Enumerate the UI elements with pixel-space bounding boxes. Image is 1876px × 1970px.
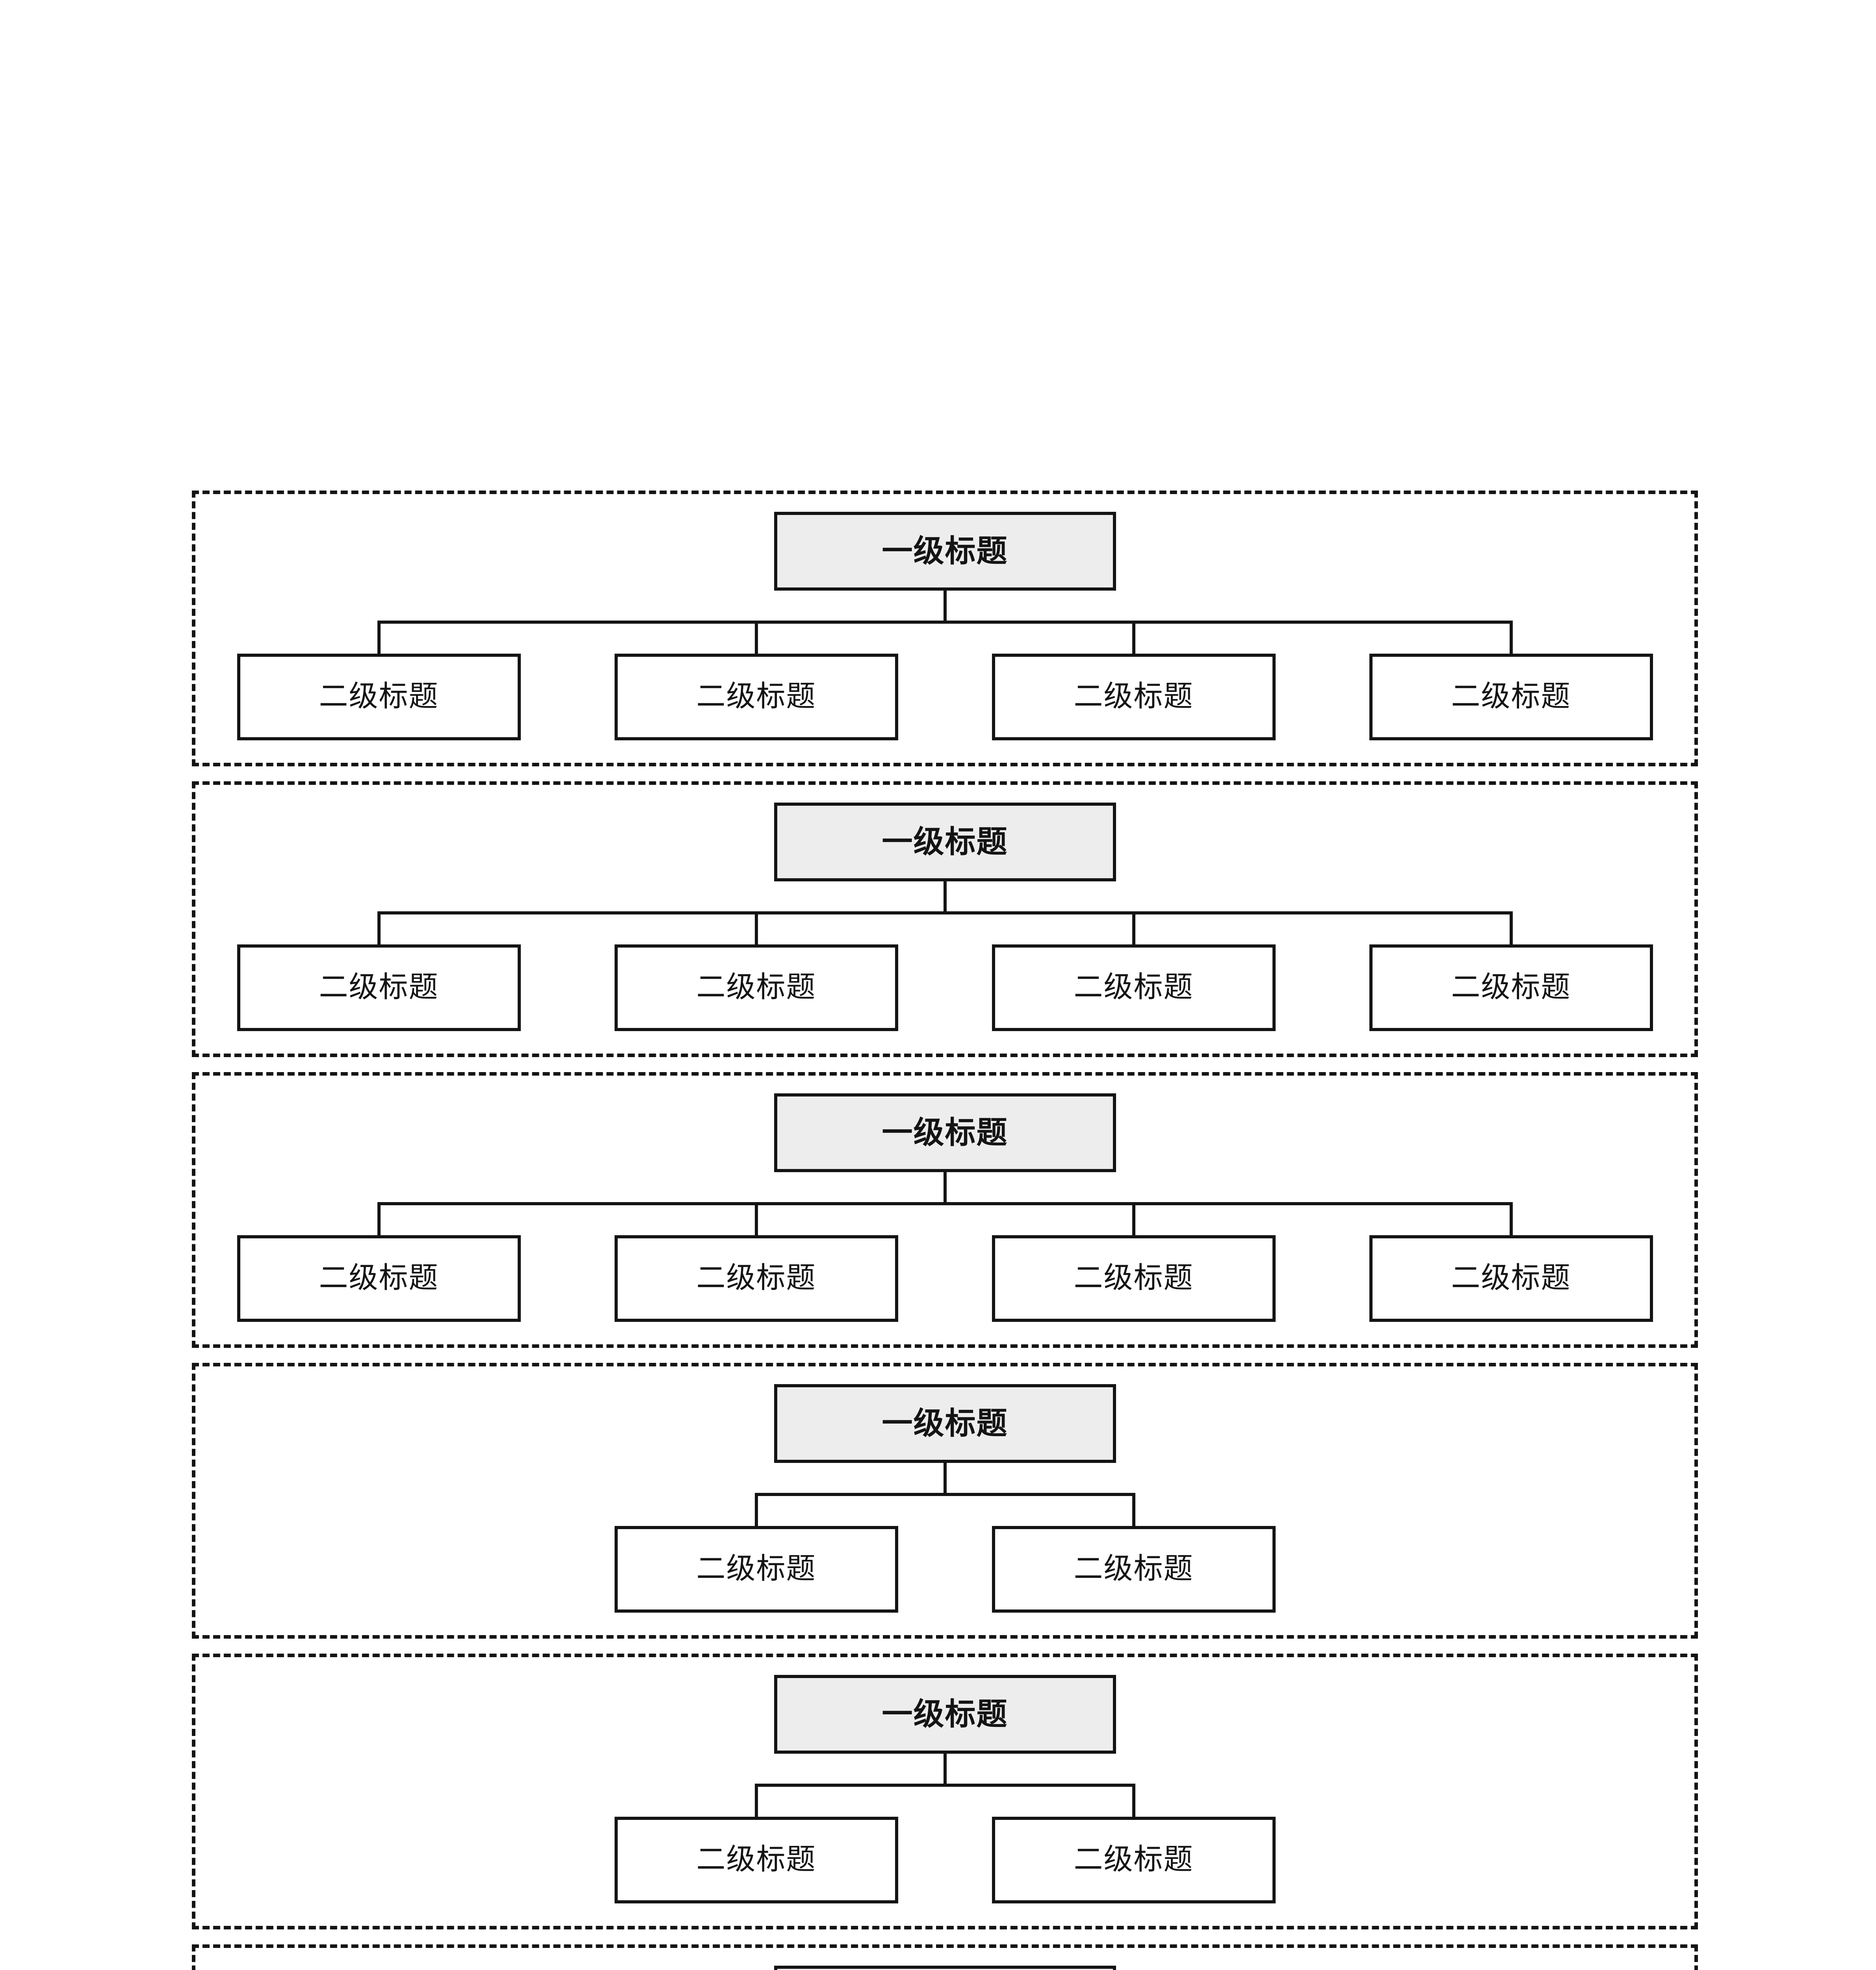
level1-title-box: 一级标题 — [774, 1675, 1116, 1754]
org-chart-4: 一级标题 二级标题 二级标题 — [237, 1384, 1653, 1613]
parent-stem-line — [943, 881, 947, 914]
level2-title-box: 二级标题 — [237, 654, 521, 740]
level1-title-box: 一级标题 — [774, 512, 1116, 591]
child-drop-line — [1132, 914, 1135, 944]
level2-title-box: 二级标题 — [614, 1526, 898, 1613]
section-6: 一级标题 二级标题 二级标题 — [192, 1944, 1698, 1970]
tree-connector — [237, 591, 1653, 654]
level2-title-box: 二级标题 — [614, 654, 898, 740]
child-drop-line — [1509, 1205, 1513, 1235]
parent-stem-line — [943, 1172, 947, 1205]
level2-title-box: 二级标题 — [614, 1817, 898, 1903]
section-5: 一级标题 二级标题 二级标题 — [192, 1654, 1698, 1929]
org-chart-6: 一级标题 二级标题 二级标题 — [237, 1966, 1653, 1970]
children-row: 二级标题 二级标题 — [237, 1526, 1653, 1613]
level2-title-box: 二级标题 — [992, 1235, 1276, 1322]
horizontal-bar-line — [377, 1202, 1513, 1205]
child-drop-line — [1132, 1496, 1135, 1526]
level1-title-box: 一级标题 — [774, 1093, 1116, 1172]
children-row: 二级标题 二级标题 二级标题 二级标题 — [237, 654, 1653, 740]
level2-title-box: 二级标题 — [992, 1817, 1276, 1903]
children-row: 二级标题 二级标题 — [237, 1817, 1653, 1903]
level2-title-box: 二级标题 — [992, 944, 1276, 1031]
level2-title-box: 二级标题 — [992, 654, 1276, 740]
section-3: 一级标题 二级标题 二级标题 二级标题 二级标题 — [192, 1072, 1698, 1348]
level1-title-box: 一级标题 — [774, 1384, 1116, 1463]
horizontal-bar-line — [754, 1493, 1135, 1496]
level2-title-box: 二级标题 — [992, 1526, 1276, 1613]
child-drop-line — [377, 1205, 381, 1235]
level2-title-box: 二级标题 — [614, 944, 898, 1031]
org-chart-2: 一级标题 二级标题 二级标题 二级标题 二级标题 — [237, 803, 1653, 1031]
section-1: 一级标题 二级标题 二级标题 二级标题 二级标题 — [192, 491, 1698, 766]
horizontal-bar-line — [377, 621, 1513, 624]
child-drop-line — [1509, 624, 1513, 654]
level2-title-box: 二级标题 — [237, 1235, 521, 1322]
child-drop-line — [754, 624, 758, 654]
tree-connector — [237, 1754, 1653, 1817]
horizontal-bar-line — [754, 1784, 1135, 1787]
tree-connector — [237, 1463, 1653, 1526]
child-drop-line — [754, 914, 758, 944]
children-row: 二级标题 二级标题 二级标题 二级标题 — [237, 1235, 1653, 1322]
child-drop-line — [1132, 624, 1135, 654]
tree-connector — [237, 1172, 1653, 1235]
child-drop-line — [1509, 914, 1513, 944]
level2-title-box: 二级标题 — [237, 944, 521, 1031]
parent-stem-line — [943, 1754, 947, 1787]
child-drop-line — [377, 914, 381, 944]
child-drop-line — [754, 1787, 758, 1817]
org-chart-3: 一级标题 二级标题 二级标题 二级标题 二级标题 — [237, 1093, 1653, 1322]
section-4: 一级标题 二级标题 二级标题 — [192, 1363, 1698, 1639]
horizontal-bar-line — [377, 911, 1513, 914]
level2-title-box: 二级标题 — [614, 1235, 898, 1322]
child-drop-line — [754, 1496, 758, 1526]
child-drop-line — [377, 624, 381, 654]
tree-connector — [237, 881, 1653, 944]
level1-title-box: 一级标题 — [774, 1966, 1116, 1970]
section-2: 一级标题 二级标题 二级标题 二级标题 二级标题 — [192, 781, 1698, 1057]
parent-stem-line — [943, 591, 947, 624]
parent-stem-line — [943, 1463, 947, 1496]
child-drop-line — [1132, 1205, 1135, 1235]
level1-title-box: 一级标题 — [774, 803, 1116, 881]
children-row: 二级标题 二级标题 二级标题 二级标题 — [237, 944, 1653, 1031]
org-chart-1: 一级标题 二级标题 二级标题 二级标题 二级标题 — [237, 512, 1653, 740]
child-drop-line — [1132, 1787, 1135, 1817]
org-chart-5: 一级标题 二级标题 二级标题 — [237, 1675, 1653, 1903]
level2-title-box: 二级标题 — [1369, 654, 1653, 740]
level2-title-box: 二级标题 — [1369, 944, 1653, 1031]
child-drop-line — [754, 1205, 758, 1235]
level2-title-box: 二级标题 — [1369, 1235, 1653, 1322]
